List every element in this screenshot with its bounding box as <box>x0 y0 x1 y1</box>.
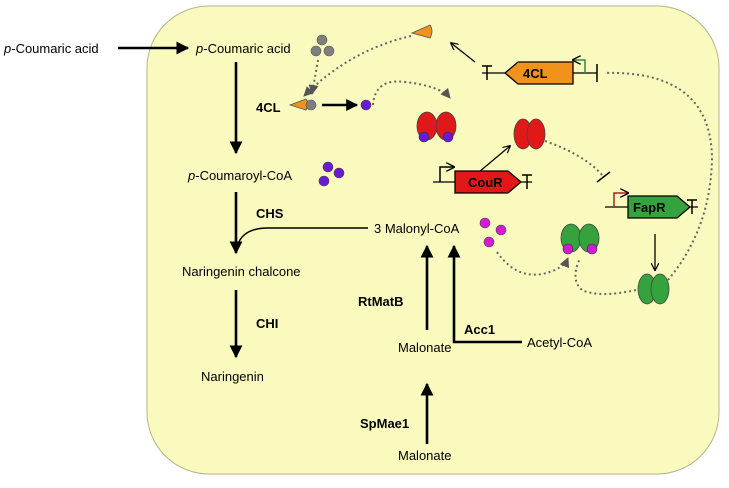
4cl-gene-label: 4CL <box>523 66 548 81</box>
coumaric-acid-inside: p-Coumaric acid <box>195 41 291 56</box>
cour-repression-bar <box>596 171 611 183</box>
cour-dimer <box>513 118 546 150</box>
enzyme-4cl-label: 4CL <box>256 100 281 115</box>
arrow-4cl-gene-to-protein <box>451 43 476 63</box>
malonate-outside-label: Malonate <box>398 448 451 463</box>
4cl-enzyme <box>288 98 317 111</box>
fapr-ligand-complex <box>560 223 600 255</box>
naringenin-chalcone-label: Naringenin chalcone <box>182 264 301 279</box>
dotted-malonyl-to-fapr-complex <box>496 251 570 276</box>
coumaroyl-coa-label: p-Coumaroyl-CoA <box>187 168 292 183</box>
4cl-protein <box>410 24 433 39</box>
malonyl-feed-curve <box>237 227 368 245</box>
fapr-gene-label: FapR <box>633 200 666 215</box>
arrow-cour-gene-to-protein <box>478 146 510 173</box>
naringenin-label: Naringenin <box>201 369 264 384</box>
coumaroyl-dot-single <box>360 99 372 111</box>
dotted-fapr-to-4cl <box>603 71 714 281</box>
cour-ligand-complex <box>416 111 457 143</box>
enzyme-spmae1-label: SpMae1 <box>360 416 409 431</box>
coumaric-acid-dots <box>310 34 335 57</box>
acetyl-coa-label: Acetyl-CoA <box>527 335 592 350</box>
dotted-coumaric-to-enzyme <box>308 59 319 95</box>
coumaric-acid-outside: p-Coumaric acid <box>3 41 99 56</box>
malonate-inside-label: Malonate <box>398 340 451 355</box>
dotted-coumaroyl-to-cour <box>372 80 451 106</box>
cour-gene-cassette <box>433 167 532 194</box>
enzyme-rtmatb-label: RtMatB <box>358 294 404 309</box>
arrow-acetyl-to-malonyl <box>447 244 522 344</box>
enzyme-chs-label: CHS <box>256 206 284 221</box>
coumaroyl-coa-dots <box>318 161 345 187</box>
yeast-cell <box>146 5 720 475</box>
enzyme-acc1-label: Acc1 <box>464 322 495 337</box>
enzyme-chi-label: CHI <box>256 316 278 331</box>
4cl-gene-cassette <box>482 60 597 85</box>
malonyl-coa-label: 3 Malonyl-CoA <box>374 221 460 236</box>
fapr-dimer <box>637 273 670 305</box>
cour-gene-label: CouR <box>468 175 503 190</box>
fapr-gene-cassette <box>605 193 698 219</box>
malonyl-coa-dots <box>479 217 507 248</box>
